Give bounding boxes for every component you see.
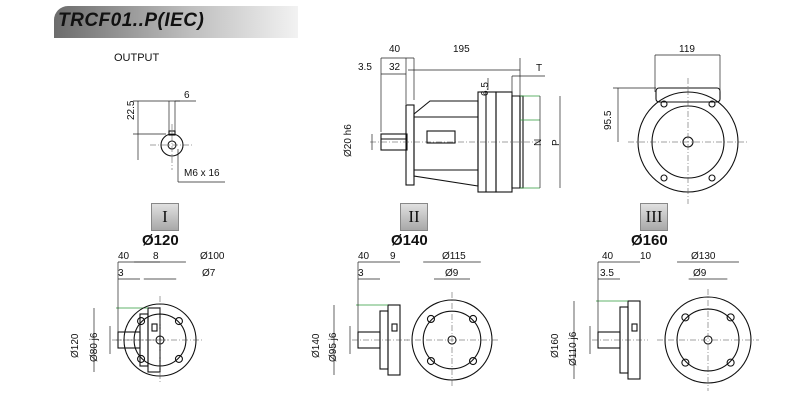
variant-2-flange: 9 bbox=[390, 251, 396, 262]
variant-diameter-3: Ø160 bbox=[631, 232, 668, 249]
main-dim-195: 195 bbox=[453, 44, 470, 55]
variant-3-pcd: Ø130 bbox=[691, 251, 716, 262]
variant-roman-3: III bbox=[640, 203, 668, 231]
gearbox-side-view bbox=[370, 57, 561, 193]
variant-3-N: Ø110 j6 bbox=[568, 331, 579, 366]
variant-1-bolt-hole-3 bbox=[137, 354, 146, 363]
variant-3-P: Ø160 bbox=[550, 333, 561, 358]
output-label: OUTPUT bbox=[114, 52, 160, 64]
variant-roman-2: II bbox=[400, 203, 428, 231]
variant-1-label-plate bbox=[151, 323, 158, 332]
variant-3-bolt-hole-1 bbox=[681, 313, 690, 322]
variant-2-label-plate bbox=[391, 323, 398, 332]
variant-2-bolt-hole-1 bbox=[426, 314, 436, 324]
main-dim-N: N bbox=[533, 138, 544, 146]
main-dim-95-5: 95.5 bbox=[603, 110, 614, 130]
variant-1-N: Ø80 j6 bbox=[89, 332, 100, 362]
variant-1-flange: 8 bbox=[153, 251, 159, 262]
variant-diameter-2: Ø140 bbox=[391, 232, 428, 249]
main-dim-6-5: 6.5 bbox=[480, 82, 491, 96]
variant-3-bolt-hole-4 bbox=[726, 358, 735, 367]
main-dim-T: T bbox=[536, 63, 543, 74]
variant-2-P: Ø140 bbox=[311, 333, 322, 358]
variant-2-bolt-hole-3 bbox=[426, 356, 436, 366]
variant-roman-1: I bbox=[151, 203, 179, 231]
variant-1-P: Ø120 bbox=[70, 333, 81, 358]
main-dim-3-5: 3.5 bbox=[358, 62, 372, 73]
variant-3-label-plate bbox=[631, 323, 638, 332]
variant-2-N: Ø95 j6 bbox=[328, 332, 339, 362]
variant-1-step: 3 bbox=[118, 268, 124, 279]
main-dim-shaft: Ø20 h6 bbox=[343, 124, 354, 157]
variant-1-bolt-hole-1 bbox=[137, 317, 146, 326]
variant-2-bolt-hole-2 bbox=[468, 314, 478, 324]
variant-2-bolt-hole-4 bbox=[468, 356, 478, 366]
main-dim-40: 40 bbox=[389, 44, 401, 55]
variant-1-pcd: Ø100 bbox=[200, 251, 225, 262]
variant-3-bolt-hole-2 bbox=[726, 313, 735, 322]
variant-2-pcd: Ø115 bbox=[442, 251, 466, 262]
variant-1-d40: 40 bbox=[118, 251, 130, 262]
variant-3-d40: 40 bbox=[602, 251, 614, 262]
title-bar bbox=[54, 6, 298, 38]
variant-diameter-1: Ø120 bbox=[142, 232, 179, 249]
main-dim-119: 119 bbox=[679, 44, 695, 55]
gearbox-front-view bbox=[613, 54, 748, 204]
page-title: TRCF01..P(IEC) bbox=[58, 10, 205, 31]
variant-1-bolt-hole-4 bbox=[174, 354, 183, 363]
main-dim-P: P bbox=[551, 139, 562, 146]
output-thread: M6 x 16 bbox=[184, 168, 220, 179]
variant-3-flange-inner bbox=[676, 308, 740, 372]
output-dim-height: 22.5 bbox=[126, 100, 137, 120]
variant-1-hole: Ø7 bbox=[202, 268, 216, 279]
output-dim-key: 6 bbox=[184, 90, 190, 101]
output-shaft-detail bbox=[133, 100, 225, 183]
variant-3-hole: Ø9 bbox=[693, 268, 707, 279]
variant-3-bolt-hole-3 bbox=[681, 358, 690, 367]
variant-1-bolt-hole-2 bbox=[174, 317, 183, 326]
main-dim-32: 32 bbox=[389, 62, 401, 73]
variant-2-d40: 40 bbox=[358, 251, 370, 262]
variant-2-hole: Ø9 bbox=[445, 268, 459, 279]
variant-3-step: 3.5 bbox=[600, 268, 614, 279]
variant-2-step: 3 bbox=[358, 268, 364, 279]
variant-3-flange: 10 bbox=[640, 251, 652, 262]
